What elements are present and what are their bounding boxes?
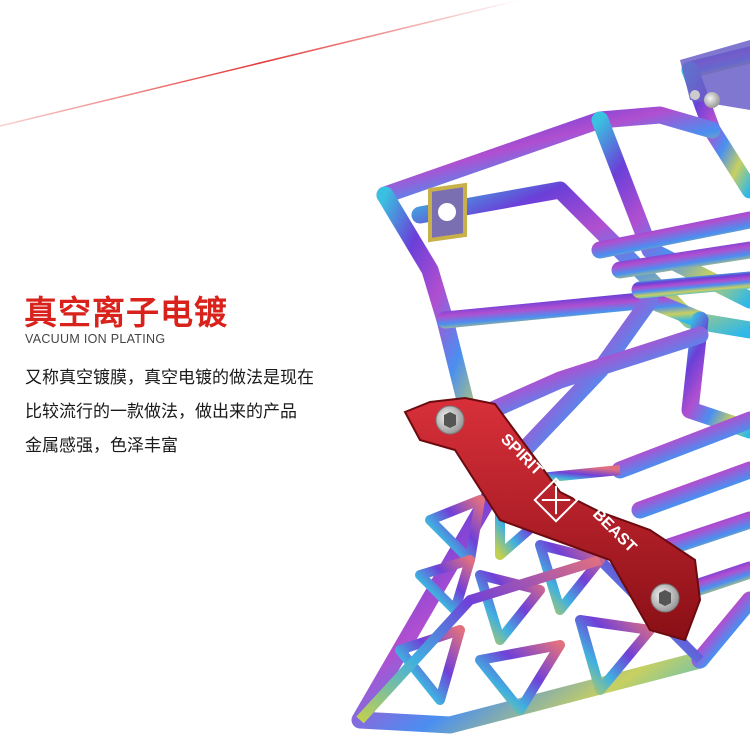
page-title: 真空离子电镀	[24, 293, 228, 332]
description-line: 金属感强，色泽丰富	[25, 436, 178, 456]
rear-mount	[428, 40, 750, 243]
red-light-streak	[0, 0, 521, 127]
brand-logo-icon	[533, 477, 579, 523]
description-line: 比较流行的一款做法，做出来的产品	[25, 402, 297, 422]
titanium-frame	[351, 46, 750, 734]
description-line: 又称真空镀膜，真空电镀的做法是现在	[25, 368, 314, 388]
page-subtitle: VACUUM ION PLATING	[25, 332, 166, 346]
description: 又称真空镀膜，真空电镀的做法是现在 比较流行的一款做法，做出来的产品 金属感强，…	[25, 361, 314, 463]
